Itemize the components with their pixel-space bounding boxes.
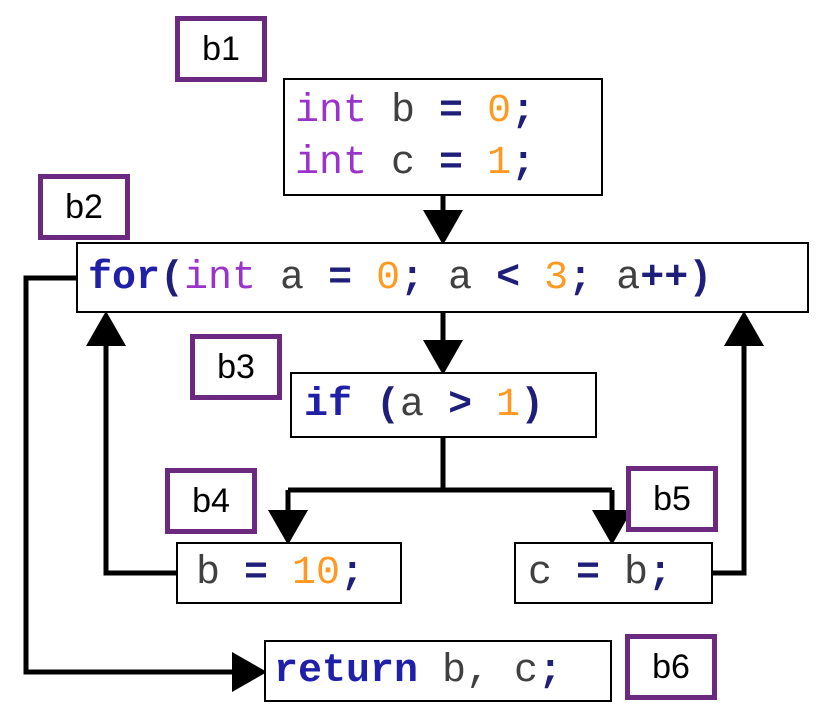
code-token: [463, 89, 487, 134]
code-token: ): [520, 383, 545, 428]
code-token: b, c: [418, 649, 539, 694]
code-line: int c = 1;: [295, 138, 601, 190]
code-token: ;: [340, 551, 365, 596]
code-token: ++): [640, 256, 713, 301]
block-label-b2-text: b2: [65, 187, 103, 226]
code-token: b: [367, 89, 440, 134]
code-token: <: [496, 256, 521, 301]
code-block-b5: c = b;: [514, 542, 713, 604]
code-token: =: [244, 551, 269, 596]
code-token: 1: [496, 383, 521, 428]
code-line: int b = 0;: [295, 86, 601, 138]
code-line: if (a > 1): [304, 380, 595, 432]
code-token: =: [576, 551, 601, 596]
code-token: int: [295, 141, 368, 186]
block-label-b6-text: b6: [652, 647, 690, 686]
code-token: 0: [376, 256, 401, 301]
code-token: b: [196, 551, 245, 596]
block-label-b3: b3: [190, 334, 282, 400]
code-token: a: [424, 256, 497, 301]
code-token: a: [256, 256, 329, 301]
code-token: [463, 141, 487, 186]
code-token: b: [600, 551, 649, 596]
block-label-b1-text: b1: [202, 29, 240, 68]
edge-b2-to-b6: [23, 275, 267, 692]
code-line: c = b;: [528, 548, 711, 600]
code-token: >: [448, 383, 473, 428]
code-block-b6: return b, c;: [264, 640, 612, 702]
code-token: =: [328, 256, 353, 301]
code-token: return: [274, 649, 419, 694]
code-block-b4: b = 10;: [176, 542, 402, 604]
code-token: ;: [568, 256, 593, 301]
code-token: [268, 551, 292, 596]
block-label-b6: b6: [625, 634, 717, 700]
edge-b4-to-b2: [86, 311, 176, 576]
code-token: for: [88, 256, 161, 301]
block-label-b5-text: b5: [653, 479, 691, 518]
code-token: [520, 256, 544, 301]
code-token: =: [439, 141, 464, 186]
code-block-b3: if (a > 1): [290, 372, 597, 438]
code-token: [352, 256, 376, 301]
code-token: ;: [648, 551, 673, 596]
code-token: ;: [511, 89, 536, 134]
block-label-b2: b2: [38, 174, 130, 240]
code-token: a: [592, 256, 641, 301]
code-line: b = 10;: [196, 548, 400, 600]
code-token: int: [184, 256, 257, 301]
edge-b5-to-b2: [712, 311, 764, 576]
block-label-b3-text: b3: [217, 347, 255, 386]
code-line: return b, c;: [274, 646, 610, 698]
code-token: (: [160, 256, 185, 301]
code-token: ;: [538, 649, 563, 694]
code-token: 1: [487, 141, 512, 186]
code-token: 0: [487, 89, 512, 134]
code-token: 10: [292, 551, 341, 596]
code-block-b1: int b = 0;int c = 1;: [283, 78, 603, 196]
code-token: (: [376, 383, 401, 428]
block-label-b4: b4: [165, 468, 257, 534]
block-label-b1: b1: [175, 16, 267, 82]
code-token: a: [400, 383, 449, 428]
code-token: 3: [544, 256, 569, 301]
code-block-b2: for(int a = 0; a < 3; a++): [76, 242, 809, 313]
code-token: ;: [400, 256, 425, 301]
code-token: c: [367, 141, 440, 186]
code-token: [352, 383, 376, 428]
block-label-b4-text: b4: [192, 481, 230, 520]
code-token: ;: [511, 141, 536, 186]
code-token: int: [295, 89, 368, 134]
block-label-b5: b5: [626, 466, 718, 532]
code-line: for(int a = 0; a < 3; a++): [88, 253, 807, 305]
code-token: if: [304, 383, 353, 428]
code-token: =: [439, 89, 464, 134]
code-token: [472, 383, 496, 428]
code-token: c: [528, 551, 577, 596]
